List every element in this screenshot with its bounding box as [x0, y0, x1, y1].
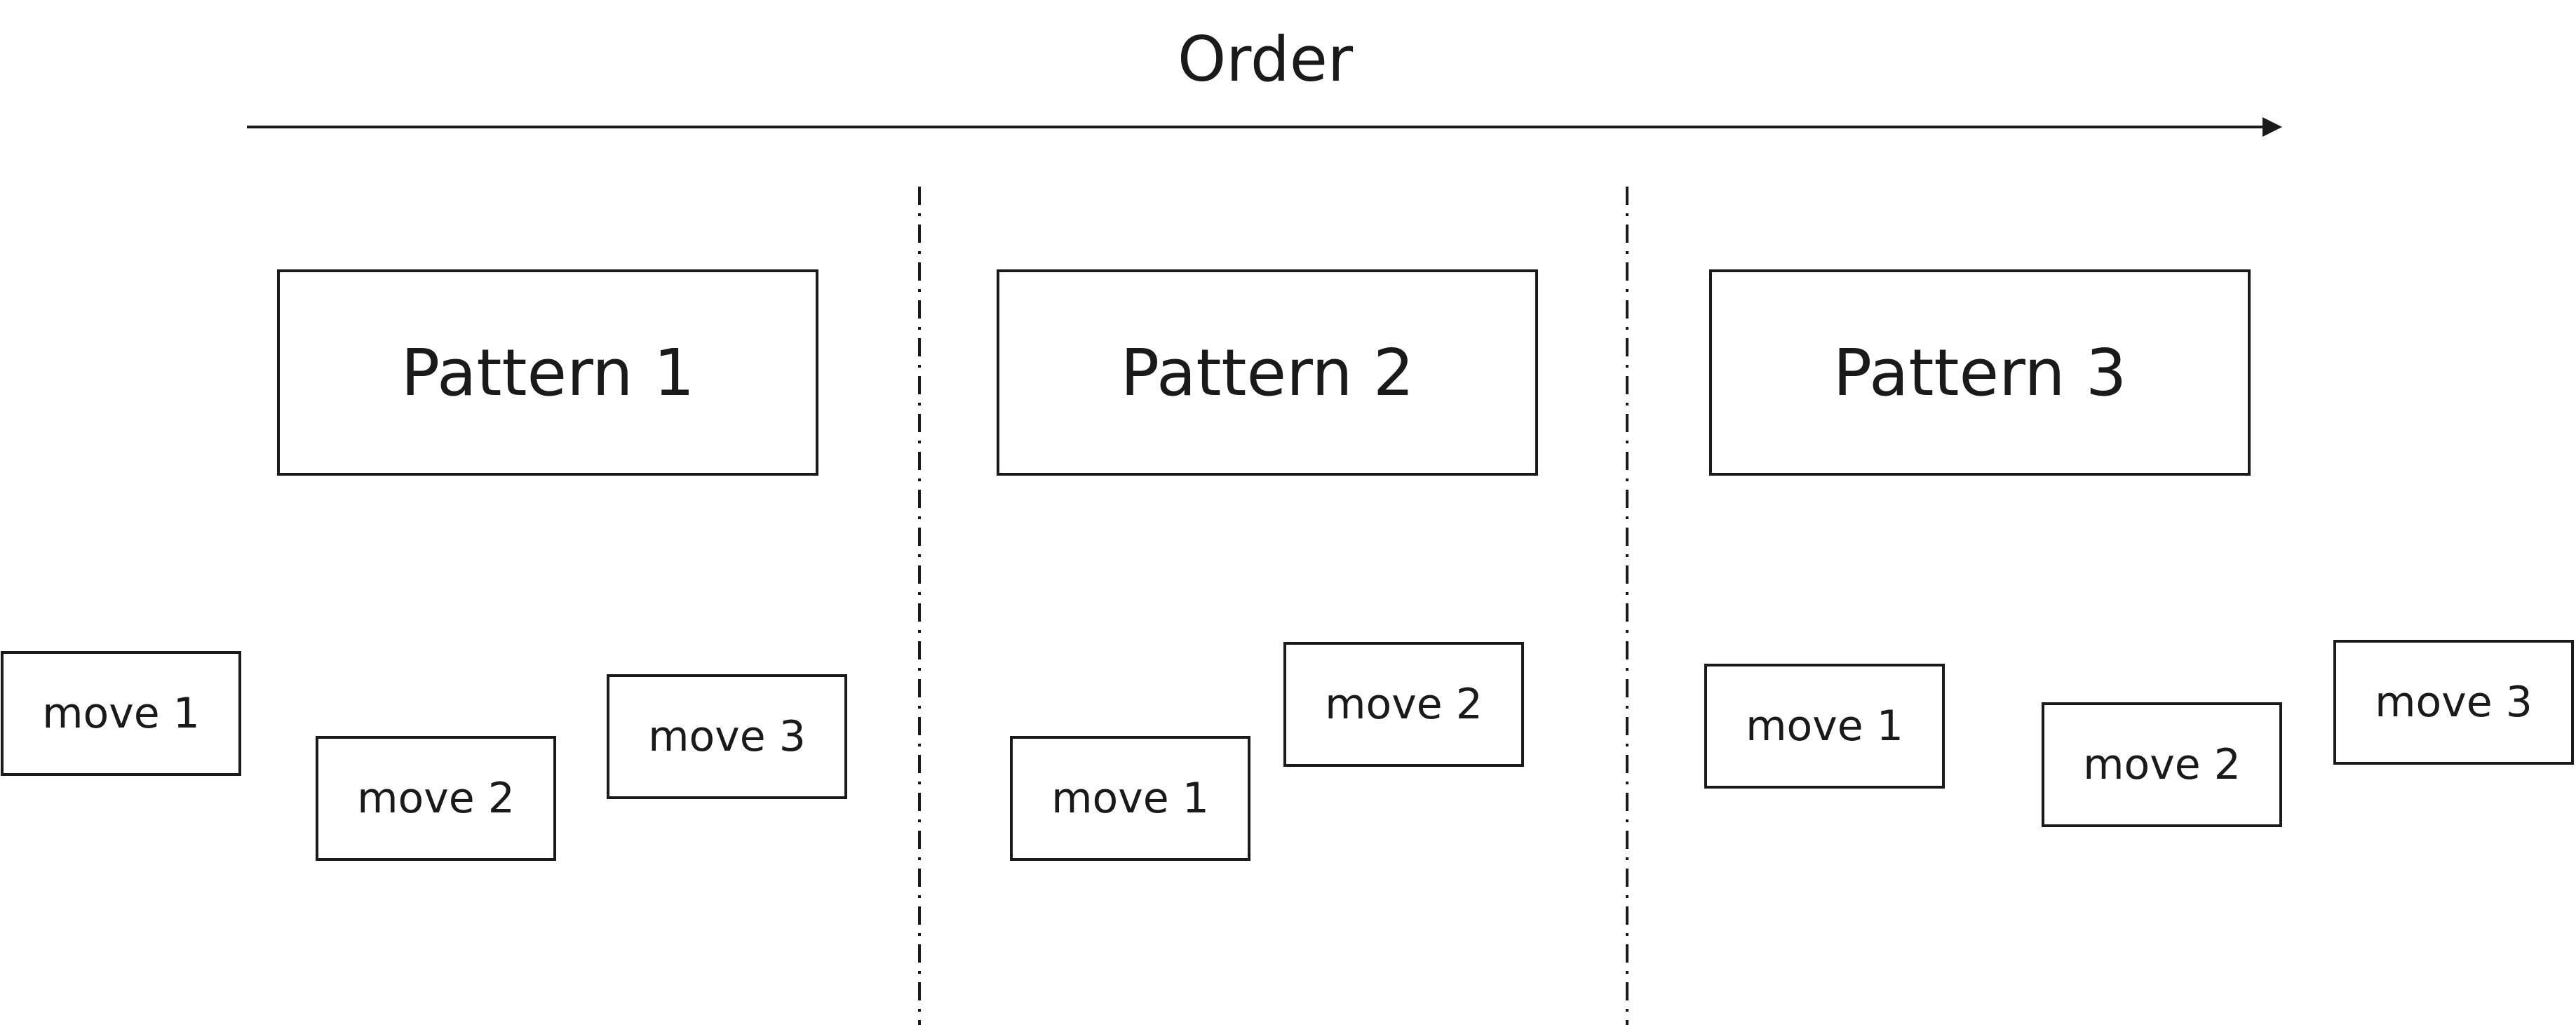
pattern-3-move-3: move 3: [2333, 640, 2574, 765]
pattern-3-move-2: move 2: [2042, 702, 2282, 827]
order-arrow-head: [2263, 117, 2282, 137]
pattern-1-move-2: move 2: [316, 736, 556, 861]
pattern-1-move-3: move 3: [607, 674, 847, 799]
pattern-2-move-2: move 2: [1283, 642, 1524, 767]
order-label: Order: [1177, 23, 1354, 95]
pattern-1-box: Pattern 1: [277, 269, 818, 476]
pattern-3-move-1: move 1: [1704, 664, 1945, 789]
pattern-3-box: Pattern 3: [1709, 269, 2251, 476]
pattern-2-box: Pattern 2: [997, 269, 1538, 476]
pattern-1-move-1: move 1: [1, 651, 241, 776]
pattern-2-move-1: move 1: [1010, 736, 1250, 861]
